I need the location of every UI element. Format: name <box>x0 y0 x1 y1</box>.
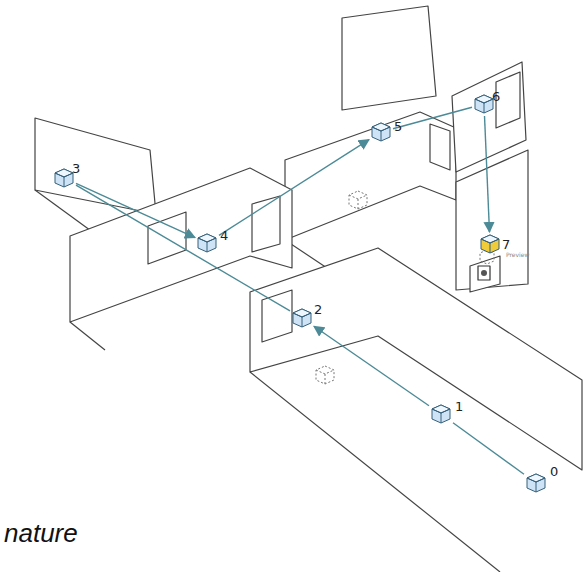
cube-icon <box>480 234 500 254</box>
callout-number: 1 <box>455 400 463 413</box>
waypoint-cube: 3 <box>54 168 74 188</box>
waypoint-cube: 1 <box>431 404 451 424</box>
wall <box>250 248 582 470</box>
path-connector <box>76 185 290 311</box>
callout-number: 5 <box>394 120 402 133</box>
cube-icon <box>526 473 546 493</box>
floor-edge <box>250 372 500 572</box>
pad-icon <box>478 266 490 280</box>
cube-icon <box>474 94 494 114</box>
callout-number: 4 <box>220 229 228 242</box>
callout-number: 3 <box>72 162 80 175</box>
waypoint-cube: 4 <box>197 233 217 253</box>
callout-number: 2 <box>314 303 322 316</box>
path-connector <box>485 116 490 232</box>
cube-icon <box>54 168 74 188</box>
cube-icon <box>292 308 312 328</box>
waypoint-cube: 6 <box>474 94 494 114</box>
path-connector <box>76 183 195 237</box>
window <box>252 196 280 252</box>
callout-number: 7 <box>502 238 510 251</box>
pad <box>470 256 500 292</box>
waypoint-cube: 2 <box>292 308 312 328</box>
caption-fragment: nature <box>4 520 78 546</box>
waypoint-cube: 5 <box>371 122 391 142</box>
path-connector <box>314 326 429 405</box>
pad-icon <box>481 270 487 276</box>
callout-number: 6 <box>492 90 500 103</box>
wall <box>285 112 456 240</box>
ghost-cube <box>316 366 334 384</box>
path-connector <box>219 140 369 236</box>
path-connector <box>393 107 472 128</box>
cube-icon <box>371 122 391 142</box>
window <box>430 124 450 170</box>
cube-icon <box>197 233 217 253</box>
waypoint-cube: 0 <box>526 473 546 493</box>
wall <box>35 118 156 214</box>
waypoint-cube: 7 <box>480 234 500 254</box>
wall <box>342 6 436 110</box>
ghost-cube <box>349 191 367 209</box>
callout-number: 0 <box>550 465 558 478</box>
cube-icon <box>431 404 451 424</box>
preview-tag: Preview <box>506 252 529 258</box>
floor-edge <box>70 322 105 350</box>
path-connector <box>453 423 524 475</box>
